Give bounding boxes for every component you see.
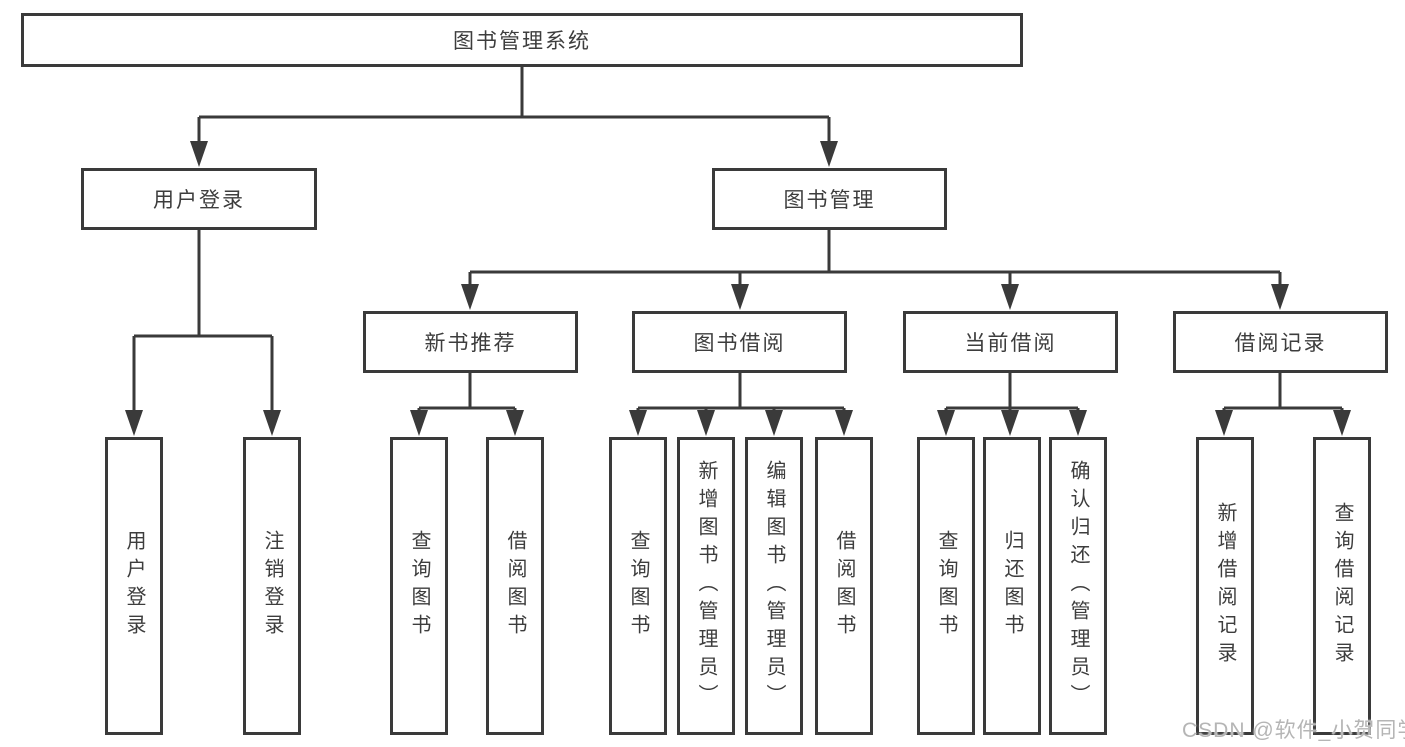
node-label: 新增借阅记录: [1214, 502, 1236, 670]
csdn-watermark: CSDN @软件_小贺同学: [1182, 719, 1405, 742]
node-leaf-add-books-admin: 新增图书（管理员）: [677, 437, 735, 735]
node-label: 图书管理系统: [453, 30, 591, 53]
node-leaf-return-books: 归还图书: [983, 437, 1041, 735]
node-label: 借阅图书: [504, 530, 526, 642]
node-label: 用户登录: [153, 189, 245, 212]
node-leaf-logout: 注销登录: [243, 437, 301, 735]
node-label: 用户登录: [123, 530, 145, 642]
node-label: 图书管理: [783, 189, 876, 212]
node-leaf-query-books: 查询图书: [390, 437, 448, 735]
node-label: 查询图书: [935, 530, 957, 642]
node-label: 编辑图书（管理员）: [763, 460, 785, 712]
node-borrowing-records: 借阅记录: [1173, 311, 1388, 373]
node-label: 注销登录: [261, 530, 283, 642]
node-label: 借阅记录: [1234, 332, 1327, 355]
node-label: 查询图书: [627, 530, 649, 642]
node-leaf-query-borrow-record: 查询借阅记录: [1313, 437, 1371, 735]
node-book-borrowing: 图书借阅: [632, 311, 847, 373]
node-user-login-branch: 用户登录: [81, 168, 317, 230]
node-label: 新书推荐: [424, 332, 517, 355]
node-leaf-query-books: 查询图书: [917, 437, 975, 735]
node-label: 当前借阅: [964, 332, 1057, 355]
node-leaf-add-borrow-record: 新增借阅记录: [1196, 437, 1254, 735]
node-label: 查询借阅记录: [1331, 502, 1353, 670]
node-library-management-system: 图书管理系统: [21, 13, 1023, 67]
node-label: 确认归还（管理员）: [1067, 460, 1089, 712]
node-new-book-recommendation: 新书推荐: [363, 311, 578, 373]
node-leaf-confirm-return-admin: 确认归还（管理员）: [1049, 437, 1107, 735]
node-current-borrowing: 当前借阅: [903, 311, 1118, 373]
node-leaf-borrow-books: 借阅图书: [486, 437, 544, 735]
node-leaf-edit-books-admin: 编辑图书（管理员）: [745, 437, 803, 735]
node-label: 新增图书（管理员）: [695, 460, 717, 712]
node-label: 归还图书: [1001, 530, 1023, 642]
node-leaf-user-login: 用户登录: [105, 437, 163, 735]
node-book-management-branch: 图书管理: [712, 168, 947, 230]
node-label: 图书借阅: [693, 332, 786, 355]
node-leaf-query-books: 查询图书: [609, 437, 667, 735]
node-label: 借阅图书: [833, 530, 855, 642]
node-leaf-borrow-books: 借阅图书: [815, 437, 873, 735]
node-label: 查询图书: [408, 530, 430, 642]
